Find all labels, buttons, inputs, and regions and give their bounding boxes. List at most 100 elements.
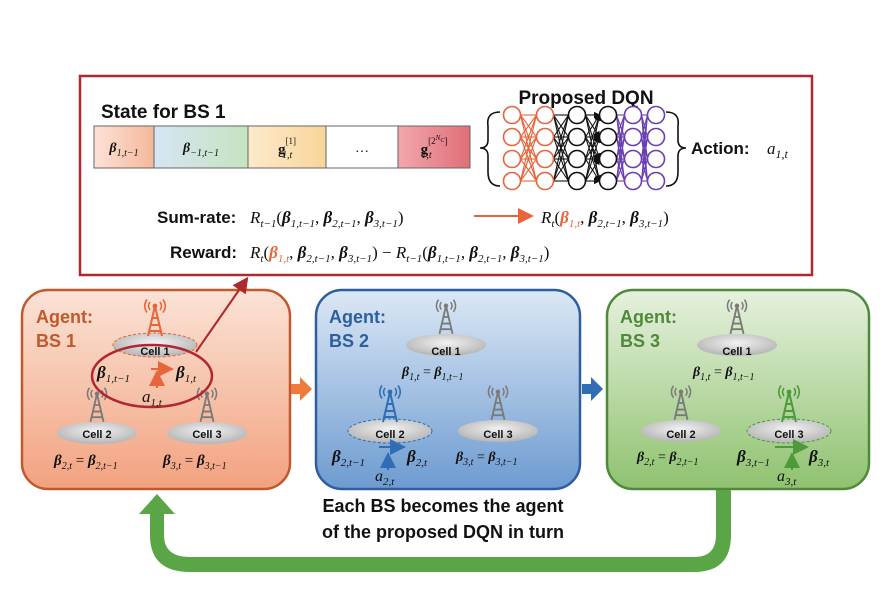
dqn-connection <box>584 113 602 182</box>
dqn-connection <box>519 114 538 160</box>
reward-expr: Rt(β1,t, β2,t−1, β3,t−1) − Rt−1(β1,t−1, … <box>249 243 549 265</box>
panel3-cell1-label: Cell 1 <box>722 346 751 358</box>
state-cell-ellipsis-label: … <box>355 141 369 156</box>
state-cell-beta-others-label: β−1,t−1 <box>182 141 219 159</box>
panel1-cell3-disc <box>167 422 247 444</box>
panel1-cell2-disc <box>57 422 137 444</box>
dqn-neuron <box>502 171 522 191</box>
dqn-connection <box>552 136 570 182</box>
panel2-cell2-label: Cell 2 <box>375 429 404 441</box>
panel2-beta-prev: β2,t−1 <box>331 447 365 469</box>
dqn-neuron <box>535 171 555 191</box>
dqn-neuron <box>502 127 522 147</box>
panel3-cell1-disc <box>697 334 777 356</box>
panel2-action: a2,t <box>375 468 395 488</box>
dqn-neuron <box>502 105 522 125</box>
state-cell-beta-own <box>93 125 155 169</box>
dqn-neuron <box>598 149 618 169</box>
sumrate-label: Sum-rate: <box>157 208 236 227</box>
dqn-neuron <box>646 171 666 191</box>
dqn-connection <box>519 136 538 182</box>
dqn-neuron <box>502 149 522 169</box>
dqn-neuron <box>623 171 643 191</box>
panel1-eq-beta2: β2,t = β2,t−1 <box>53 453 118 472</box>
dqn-neuron <box>535 105 555 125</box>
dqn-neuron <box>535 127 555 147</box>
state-cell-g1 <box>247 125 327 169</box>
panel3-eq-beta2: β2,t = β2,t−1 <box>636 450 699 468</box>
dqn-connection <box>553 158 569 182</box>
dqn-neuron <box>535 149 555 169</box>
dqn-network <box>502 105 666 191</box>
state-cell-beta-own-label: β1,t−1 <box>108 141 138 159</box>
panel1-agent-label: Agent: <box>36 307 93 327</box>
dqn-connection <box>615 158 626 182</box>
dqn-connection <box>615 136 626 182</box>
caption-line1: Each BS becomes the agent <box>322 496 563 516</box>
panel3-beta-prev: β3,t−1 <box>736 447 770 469</box>
panel2-beta-new: β2,t <box>406 447 428 469</box>
state-cell-g1-label: g[1]1,t <box>278 136 296 161</box>
state-title: State for BS 1 <box>101 102 226 123</box>
panel2-eq-beta3: β3,t = β3,t−1 <box>455 450 518 468</box>
sumrate-left-expr: Rt−1(β1,t−1, β2,t−1, β3,t−1) <box>249 208 404 230</box>
dqn-connection <box>584 113 601 160</box>
panel2-to-panel3-arrow <box>582 377 603 401</box>
dqn-connection <box>552 114 570 160</box>
panel2-cell3-label: Cell 3 <box>483 429 512 441</box>
panel1-cell2-label: Cell 2 <box>82 429 111 441</box>
state-cell-beta-others <box>153 125 249 169</box>
dqn-neuron <box>567 171 587 191</box>
dqn-connection <box>552 114 570 182</box>
reward-label: Reward: <box>170 243 237 262</box>
agent-to-dqn-arrow <box>195 276 249 353</box>
dqn-neuron <box>598 127 618 147</box>
dqn-connection <box>640 136 649 182</box>
panel3-cell2-disc <box>641 420 721 442</box>
dqn-neuron <box>623 149 643 169</box>
dqn-connection <box>553 114 569 138</box>
panel2-cell1-label: Cell 1 <box>431 346 460 358</box>
dqn-neuron <box>567 149 587 169</box>
panel3-action: a3,t <box>777 468 797 488</box>
input-brace <box>479 111 501 187</box>
panel1-beta-prev: β1,t−1 <box>96 363 130 385</box>
panel3-cell3-disc <box>746 418 832 444</box>
state-vector: β1,t−1 β−1,t−1 g[1]1,t … g[2NC]1,t <box>93 125 471 169</box>
caption-line2: of the proposed DQN in turn <box>322 522 564 542</box>
state-dqn-frame <box>78 74 814 277</box>
state-cell-glast-label: g[2NC]1,t <box>421 134 448 161</box>
panel3-cell2-label: Cell 2 <box>666 429 695 441</box>
panel1-beta-new: β1,t <box>175 363 197 385</box>
dqn-neuron <box>646 105 666 125</box>
panel1-cell3-label: Cell 3 <box>192 429 221 441</box>
panel2-cell3-disc <box>458 420 538 442</box>
sumrate-right-expr: Rt(β1,t, β2,t−1, β3,t−1) <box>540 208 669 230</box>
panel-bs3: Agent: BS 3 Cell 1 β1,t = β1,t−1 Cell 2 … <box>605 288 871 491</box>
dqn-connection <box>615 114 626 182</box>
panel2-agent-label: Agent: <box>329 307 386 327</box>
dqn-connection <box>585 158 601 182</box>
action-label: Action: <box>691 139 750 158</box>
panel1-to-panel2-arrow <box>291 377 312 401</box>
panel3-eq-beta1: β1,t = β1,t−1 <box>692 365 755 383</box>
panel-bs2: Agent: BS 2 Cell 1 β1,t = β1,t−1 Cell 2 … <box>314 288 582 491</box>
dqn-neuron <box>623 127 643 147</box>
dqn-neuron <box>567 105 587 125</box>
panel1-eq-beta3: β3,t = β3,t−1 <box>162 453 227 472</box>
dqn-neuron <box>598 105 618 125</box>
panel3-cell3-label: Cell 3 <box>774 429 803 441</box>
dqn-neuron <box>598 171 618 191</box>
dqn-connection <box>520 114 537 138</box>
panel1-highlight-ellipse <box>90 343 214 409</box>
state-cell-ellipsis <box>325 125 399 169</box>
action-symbol: a1,t <box>767 139 789 161</box>
dqn-neuron <box>567 127 587 147</box>
dqn-title: Proposed DQN <box>518 88 653 109</box>
dqn-neuron <box>623 105 643 125</box>
loop-back-arrow <box>139 490 731 572</box>
panel3-beta-new: β3,t <box>808 447 830 469</box>
dqn-connection <box>584 135 601 182</box>
dqn-neuron <box>646 149 666 169</box>
